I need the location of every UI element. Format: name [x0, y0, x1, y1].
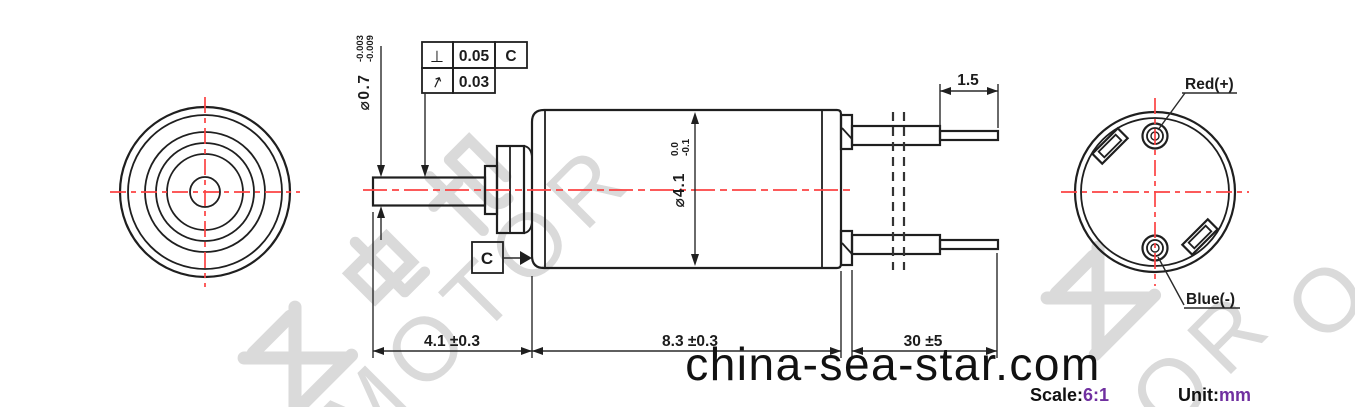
runout-icon: ↗: [428, 72, 446, 92]
side-view: [363, 108, 1000, 270]
lead-tip-dimension: 1.5: [939, 72, 999, 128]
shaft-diameter-tol-bottom: -0.009: [365, 35, 376, 62]
shaft-length-dim: 4.1 ±0.3: [424, 333, 480, 350]
watermark-char-da2-icon: [1040, 240, 1162, 362]
front-view: [110, 97, 300, 287]
datum-feature: C: [471, 241, 532, 274]
lead-length-dim: 30 ±5: [904, 333, 943, 350]
case-tab-upper: [1090, 126, 1130, 166]
svg-text:Unit:mm: Unit:mm: [1178, 385, 1251, 405]
lead-tip-dim: 1.5: [957, 72, 979, 89]
watermark-char-ji-icon: [424, 132, 514, 236]
shaft-diameter-dim: ⌀0.7 -0.003 -0.009: [355, 35, 385, 240]
datum-label: C: [481, 249, 493, 268]
terminal-positive-label: Red(+): [1185, 76, 1234, 93]
runout-tolerance: 0.03: [459, 74, 490, 91]
body-diameter-value: ⌀4.1: [671, 173, 688, 208]
rear-view: Red(+) Blue(-): [1061, 76, 1249, 309]
terminal-labels: Red(+) Blue(-): [1157, 76, 1240, 309]
lead-wire-bottom-tip: [938, 238, 1000, 251]
perpendicularity-tolerance: 0.05: [459, 48, 490, 65]
watermark-char-da-icon: [237, 300, 359, 407]
body-diameter-dim: ⌀4.1 0.0 -0.1: [670, 112, 699, 266]
rear-view-centerlines: [1061, 98, 1249, 286]
lead-wire-top-tip: [938, 129, 1000, 142]
svg-text:Scale:6:1: Scale:6:1: [1030, 385, 1109, 405]
body-diameter-tol-top: 0.0: [670, 142, 681, 156]
unit-value: mm: [1219, 385, 1251, 405]
body-diameter-tol-bottom: -0.1: [681, 138, 692, 156]
watermark-char-dian-icon: [341, 228, 431, 307]
perpendicularity-icon: ⊥: [430, 49, 444, 66]
case-tab-lower: [1180, 217, 1220, 257]
front-view-centerlines: [110, 97, 300, 287]
scale-label: Scale:: [1030, 385, 1083, 405]
length-dimensions: 4.1 ±0.3 8.3 ±0.3 30 ±5: [372, 212, 998, 358]
lead-wire-bottom: [850, 233, 942, 256]
perpendicularity-datum: C: [505, 48, 516, 65]
feature-control-frame: ⊥ 0.05 C ↗ 0.03: [421, 41, 528, 177]
shaft-diameter-tol-top: -0.003: [355, 35, 366, 62]
footer-notes: Scale:6:1 Unit:mm: [1030, 385, 1251, 405]
body-length-dim: 8.3 ±0.3: [662, 333, 718, 350]
terminal-negative-label: Blue(-): [1186, 291, 1235, 308]
unit-label: Unit:: [1178, 385, 1219, 405]
shaft-diameter-value: ⌀0.7: [356, 74, 373, 111]
site-watermark: china-sea-star.com: [685, 338, 1101, 390]
scale-value: 6:1: [1083, 385, 1109, 405]
break-lines: [891, 112, 906, 270]
motor-body: [530, 108, 843, 270]
lead-wire-top: [850, 124, 942, 147]
